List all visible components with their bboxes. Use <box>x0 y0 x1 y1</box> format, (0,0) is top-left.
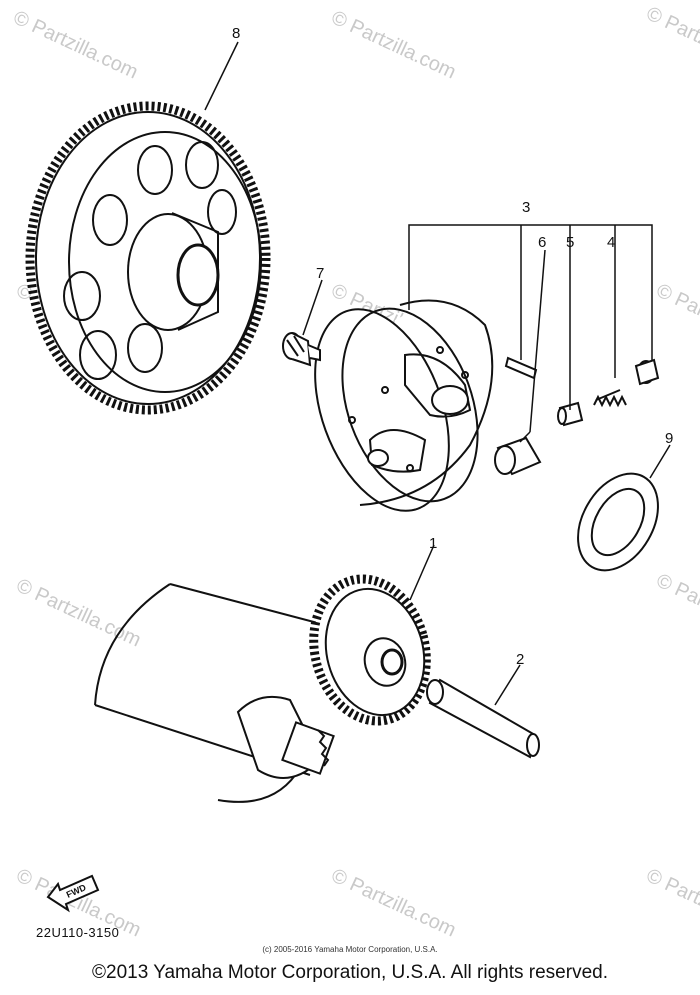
callout-5: 5 <box>566 234 574 251</box>
watermark: © Partzilla.com <box>328 7 459 84</box>
part-7-bolt <box>282 332 321 367</box>
callout-6: 6 <box>538 234 546 251</box>
part-1-starter-gear <box>309 574 431 726</box>
watermark: © Partzilla.com <box>653 280 700 357</box>
callout-3: 3 <box>522 199 530 216</box>
part-2-shaft <box>426 678 540 759</box>
part-9-washer <box>577 472 659 572</box>
callout-7: 7 <box>316 265 324 282</box>
part-4-spring <box>593 358 660 408</box>
callout-2: 2 <box>516 651 524 668</box>
part-6-pin <box>504 356 538 380</box>
part-5-roller <box>557 401 584 427</box>
callout-numbers: 8 3 6 5 4 7 9 1 2 <box>232 25 673 668</box>
roller <box>494 436 542 476</box>
callout-8: 8 <box>232 25 240 42</box>
watermark: © Partzilla.com <box>328 865 459 942</box>
part-3-clutch-housing <box>314 298 494 512</box>
watermark: © Partzilla.com <box>653 570 700 647</box>
watermark: © Partzilla.com <box>643 3 700 80</box>
diagram-code: 22U110-3150 <box>36 925 120 940</box>
forward-arrow-icon: FWD <box>46 874 100 913</box>
callout-9: 9 <box>665 430 673 447</box>
small-copyright: (c) 2005-2016 Yamaha Motor Corporation, … <box>262 945 438 954</box>
callout-4: 4 <box>607 234 615 251</box>
part-8-large-gear <box>25 101 271 415</box>
watermark: © Partzilla.com <box>643 865 700 942</box>
watermark: © Partzilla.com <box>13 575 144 652</box>
watermark: © Partzilla.com <box>10 7 141 84</box>
callout-1: 1 <box>429 535 437 552</box>
leader-lines <box>204 41 671 706</box>
footer-copyright: ©2013 Yamaha Motor Corporation, U.S.A. A… <box>92 962 608 983</box>
